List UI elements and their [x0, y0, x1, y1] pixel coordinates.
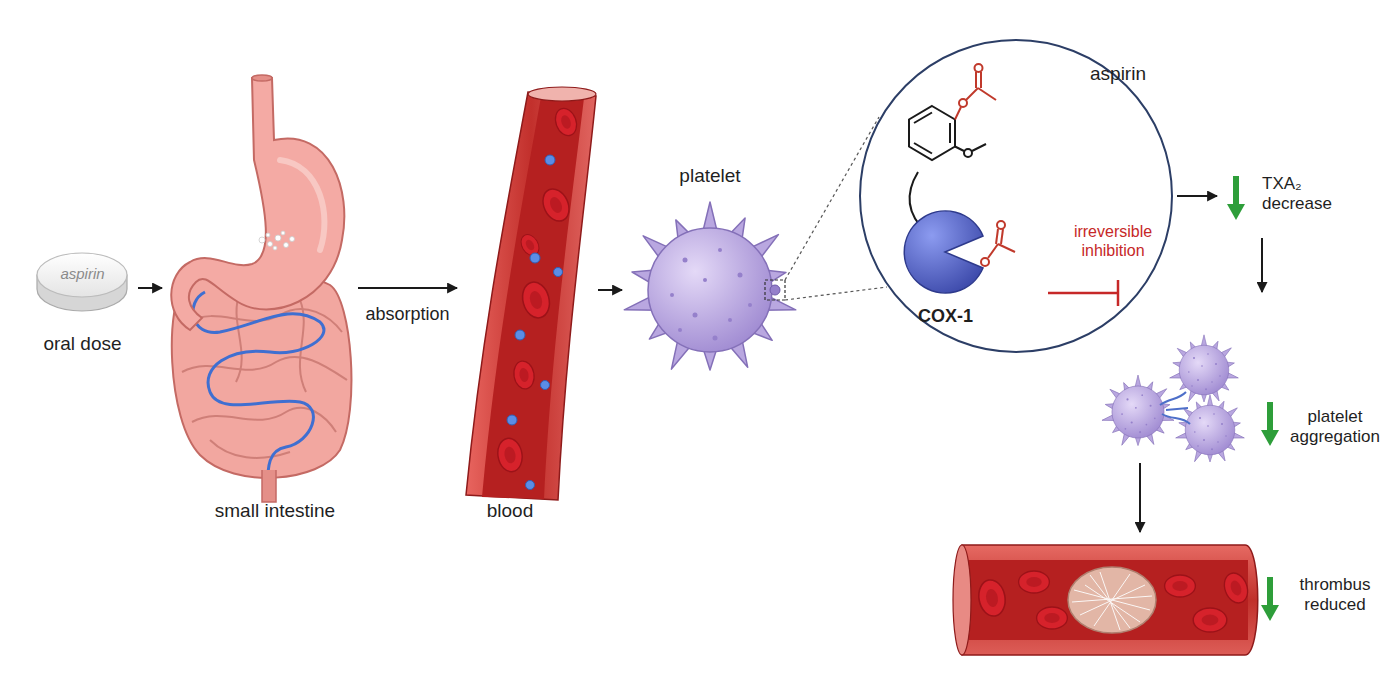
annotation-label: irreversible inhibition — [1056, 222, 1170, 260]
zoom-circle-art — [860, 40, 1172, 352]
node-text: small intestine — [195, 500, 355, 523]
node-text: aspirin — [30, 265, 135, 283]
platelet-cell: platelet — [625, 165, 795, 380]
platelet-cell-art — [622, 202, 797, 373]
node-text: blood — [460, 500, 560, 523]
digestive-tract: small intestine — [165, 70, 355, 525]
node-text: thrombus reduced — [1285, 575, 1385, 616]
thrombus-vessel-art — [953, 545, 1279, 655]
blood-vessel: blood — [460, 85, 595, 525]
node-text: platelet aggregation — [1285, 407, 1385, 448]
effect-box: TXA₂ decrease — [1220, 170, 1355, 235]
blood-vessel-art — [466, 87, 596, 500]
platelet-cell-outline — [625, 165, 795, 380]
flow-arrow — [598, 289, 622, 291]
effect-box-art — [1227, 176, 1245, 220]
platelet-cluster-art — [1101, 335, 1279, 463]
edge-label: absorption — [343, 304, 473, 326]
platelet-cluster: platelet aggregation — [1095, 295, 1385, 460]
zoom-circle-outline — [858, 38, 1174, 354]
zoom-circle: aspirinCOX-1 — [858, 38, 1174, 354]
node-text: oral dose — [20, 333, 145, 356]
flow-arrow — [358, 287, 457, 289]
enzyme-shape-art — [904, 211, 1015, 293]
zoom-leader-lines-part — [785, 287, 887, 300]
flow-arrow — [1177, 195, 1217, 197]
node-text: TXA₂ decrease — [1262, 174, 1352, 215]
pill-tablet: aspirinoral dose — [30, 245, 135, 360]
flow-arrow — [1261, 238, 1263, 292]
flow-arrow — [1139, 463, 1141, 532]
digestive-tract-outline — [165, 70, 355, 525]
enzyme-shape: COX-1 — [903, 208, 1013, 333]
thrombus-vessel: thrombus reduced — [955, 535, 1395, 665]
flow-arrow — [138, 287, 162, 289]
node-text: aspirin — [1073, 63, 1163, 86]
digestive-tract-art — [171, 75, 351, 502]
node-text: COX-1 — [903, 306, 988, 328]
blood-vessel-outline — [460, 85, 595, 525]
node-text: platelet — [625, 165, 795, 188]
